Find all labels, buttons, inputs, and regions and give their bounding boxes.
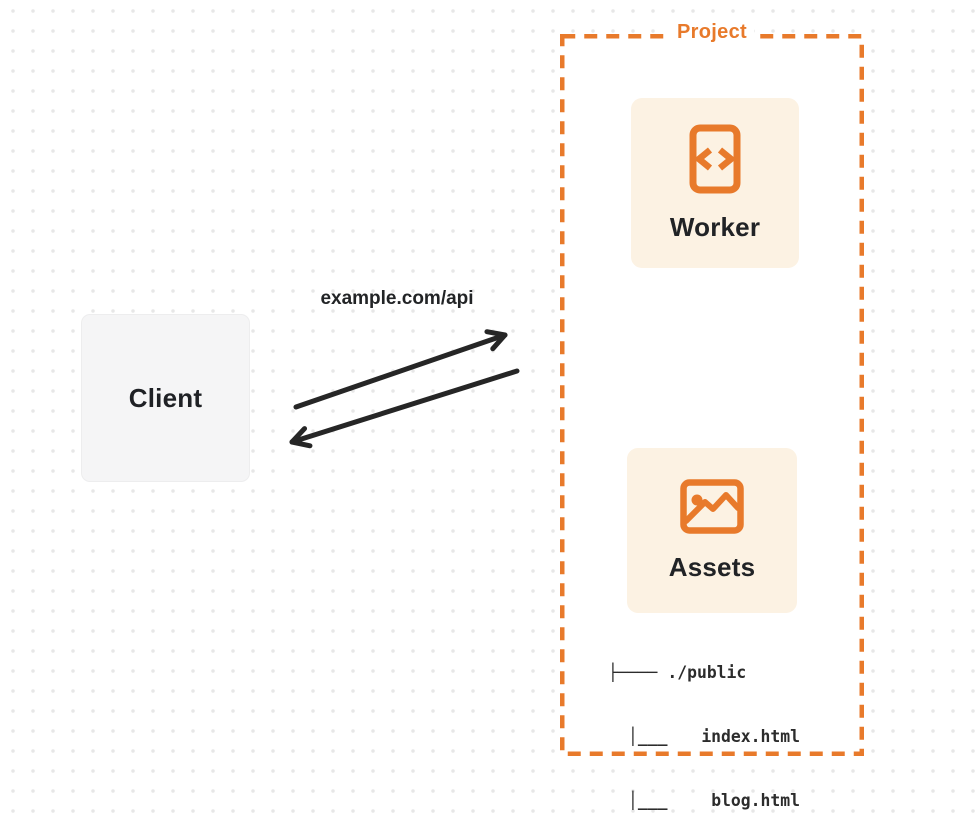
file-tree: ├──── ./public │___ index.html │___ blog…	[608, 620, 800, 818]
code-file-icon	[689, 124, 741, 193]
response-arrow	[289, 368, 520, 449]
file-tree-file-line: │___ blog.html	[608, 790, 800, 811]
tree-branch-glyph: │___	[628, 790, 668, 810]
file-tree-file-line: │___ index.html	[608, 726, 800, 747]
request-arrow	[293, 329, 508, 410]
client-node-label: Client	[128, 382, 203, 413]
file-tree-file-name: blog.html	[711, 790, 800, 810]
tree-branch-glyph: ├────	[608, 663, 658, 683]
client-node: Client	[81, 314, 250, 482]
file-tree-root-name: ./public	[667, 663, 747, 683]
worker-node: Worker	[631, 98, 799, 268]
file-tree-file-name: index.html	[701, 727, 800, 747]
project-dashed-border	[560, 34, 864, 756]
image-icon	[680, 478, 744, 534]
project-group: Project Worker Assets ├──── ./public	[560, 21, 864, 810]
assets-node-label: Assets	[668, 551, 756, 582]
assets-node: Assets	[627, 448, 797, 613]
file-tree-root-line: ├──── ./public	[608, 662, 800, 683]
tree-branch-glyph: │___	[628, 727, 668, 747]
worker-node-label: Worker	[669, 211, 761, 242]
request-url-label: example.com/api	[320, 288, 474, 309]
project-group-label: Project	[670, 21, 754, 44]
